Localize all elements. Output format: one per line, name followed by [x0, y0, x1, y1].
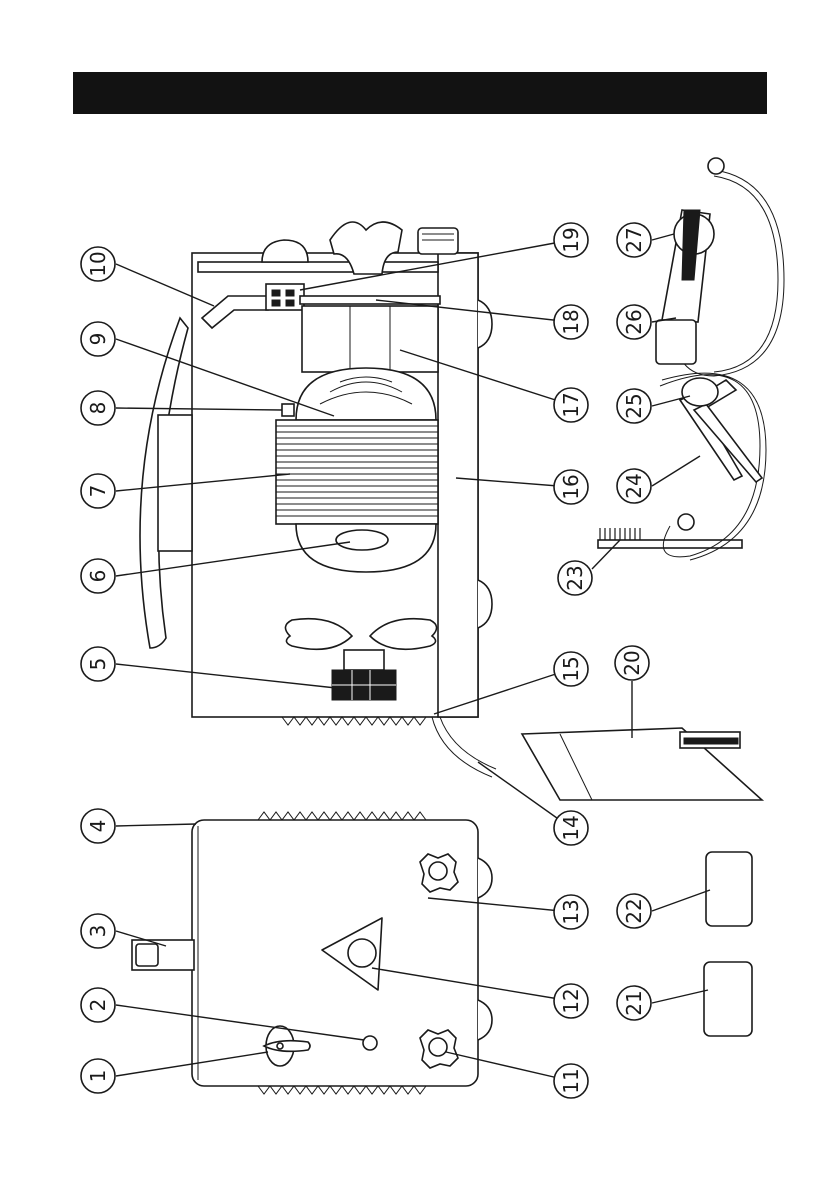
callout-25: 25 [617, 389, 651, 423]
callout-18: 18 [554, 305, 588, 339]
callout-number: 7 [86, 485, 110, 498]
callout-14: 14 [554, 811, 588, 845]
callout-number: 18 [559, 309, 583, 334]
callout-number: 25 [622, 393, 646, 418]
callout-number: 11 [559, 1068, 583, 1093]
callout-number: 21 [622, 990, 646, 1015]
side-view-assembly [140, 222, 496, 777]
callout-12: 12 [554, 984, 588, 1018]
callout-number: 4 [86, 820, 110, 833]
callout-number: 23 [563, 565, 587, 590]
callout-20: 20 [615, 646, 649, 680]
callout-9: 9 [81, 322, 115, 356]
callout-16: 16 [554, 470, 588, 504]
electrode-holder-cable [656, 158, 784, 376]
label-21 [704, 962, 752, 1036]
callout-number: 20 [620, 650, 644, 675]
callout-number: 16 [559, 474, 583, 499]
callout-2: 2 [81, 988, 115, 1022]
callout-15: 15 [554, 652, 588, 686]
callout-5: 5 [81, 647, 115, 681]
brush-23 [598, 528, 742, 548]
callout-number: 26 [622, 309, 646, 334]
callout-number: 6 [86, 570, 110, 583]
callout-number: 8 [86, 402, 110, 415]
shield-20 [522, 728, 762, 800]
callout-number: 2 [86, 999, 110, 1012]
callout-3: 3 [81, 914, 115, 948]
callout-number: 14 [559, 815, 583, 840]
callout-number: 15 [559, 656, 583, 681]
callout-number: 27 [622, 227, 646, 252]
callout-number: 9 [86, 333, 110, 346]
front-panel [132, 812, 492, 1094]
callout-number: 12 [559, 988, 583, 1013]
callout-27: 27 [617, 223, 651, 257]
callout-13: 13 [554, 895, 588, 929]
callout-7: 7 [81, 474, 115, 508]
callout-number: 10 [86, 251, 110, 276]
callout-number: 1 [86, 1070, 110, 1083]
callout-22: 22 [617, 894, 651, 928]
callout-23: 23 [558, 561, 592, 595]
callout-number: 19 [559, 227, 583, 252]
callout-10: 10 [81, 247, 115, 281]
callout-8: 8 [81, 391, 115, 425]
callout-6: 6 [81, 559, 115, 593]
callout-21: 21 [617, 986, 651, 1020]
callout-number: 24 [622, 473, 646, 498]
callout-26: 26 [617, 305, 651, 339]
callout-17: 17 [554, 388, 588, 422]
callout-19: 19 [554, 223, 588, 257]
earth-clamp-cable [660, 373, 766, 560]
callout-number: 22 [622, 898, 646, 923]
callout-number: 13 [559, 899, 583, 924]
callout-number: 5 [86, 658, 110, 671]
callout-11: 11 [554, 1064, 588, 1098]
callout-number: 3 [86, 925, 110, 938]
callout-24: 24 [617, 469, 651, 503]
callout-number: 17 [559, 392, 583, 417]
callout-1: 1 [81, 1059, 115, 1093]
label-22 [706, 852, 752, 926]
callout-4: 4 [81, 809, 115, 843]
